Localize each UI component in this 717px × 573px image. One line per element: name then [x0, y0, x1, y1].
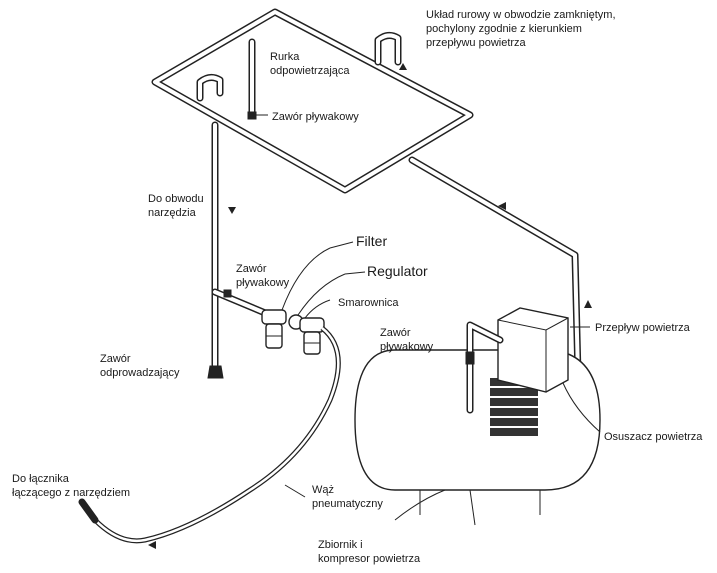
tank-label-2: kompresor powietrza — [318, 553, 421, 565]
flow-arrow-hose — [148, 541, 156, 549]
float-valve-right-label-2: pływakowy — [380, 341, 434, 353]
flow-arrow-up — [584, 300, 592, 308]
vent-riser-left — [196, 73, 224, 102]
closed-loop-piping — [151, 8, 474, 194]
loop-label-1: Układ rurowy w obwodzie zamkniętym, — [426, 9, 616, 21]
lubricator-unit — [299, 317, 325, 355]
dryer-label: Osuszacz powietrza — [604, 431, 703, 443]
float-valve-mid-label-2: pływakowy — [236, 277, 290, 289]
vent-riser-right — [374, 31, 402, 66]
drain-valve-label-2: odprowadzający — [100, 367, 180, 379]
airflow-label: Przepływ powietrza — [595, 322, 691, 334]
filter-label: Filter — [356, 233, 387, 249]
leader-lines — [248, 114, 601, 521]
float-valve-mid-icon — [223, 289, 232, 298]
tool-circuit-label-2: narzędzia — [148, 207, 197, 219]
hose-label-2: pneumatyczny — [312, 498, 383, 510]
drain-valve-label-1: Zawór — [100, 353, 131, 365]
tank-riser — [465, 321, 504, 414]
tool-circuit-label-1: Do obwodu — [148, 193, 204, 205]
flow-arrow-return — [498, 202, 506, 210]
tool-drop-pipe — [207, 121, 224, 379]
lubricator-label: Smarownica — [338, 297, 399, 309]
loop-label-3: przepływu powietrza — [426, 37, 527, 49]
frl-branch — [211, 288, 274, 319]
float-valve-right-icon — [465, 351, 475, 365]
air-dryer — [497, 307, 569, 393]
filter-unit — [261, 309, 287, 349]
float-valve-right-label-1: Zawór — [380, 327, 411, 339]
flow-arrow-drop — [228, 207, 236, 214]
coupler-label-2: łączącego z narzędziem — [12, 487, 130, 499]
coupler-label-1: Do łącznika — [12, 473, 70, 485]
float-valve-mid-label-1: Zawór — [236, 263, 267, 275]
regulator-label: Regulator — [367, 263, 428, 279]
vent-tube — [247, 38, 257, 120]
labels: Układ rurowy w obwodzie zamkniętym, poch… — [12, 9, 703, 565]
float-valve-top-label: Zawór pływakowy — [272, 111, 359, 123]
tank-label-1: Zbiornik i — [318, 539, 363, 551]
air-hose — [78, 326, 341, 544]
hose-label-1: Wąż — [312, 484, 334, 496]
flow-arrow-loop — [399, 63, 407, 70]
vent-label-1: Rurka — [270, 51, 300, 63]
drain-valve-icon — [207, 365, 224, 379]
vent-label-2: odpowietrzająca — [270, 65, 350, 77]
loop-label-2: pochylony zgodnie z kierunkiem — [426, 23, 582, 35]
